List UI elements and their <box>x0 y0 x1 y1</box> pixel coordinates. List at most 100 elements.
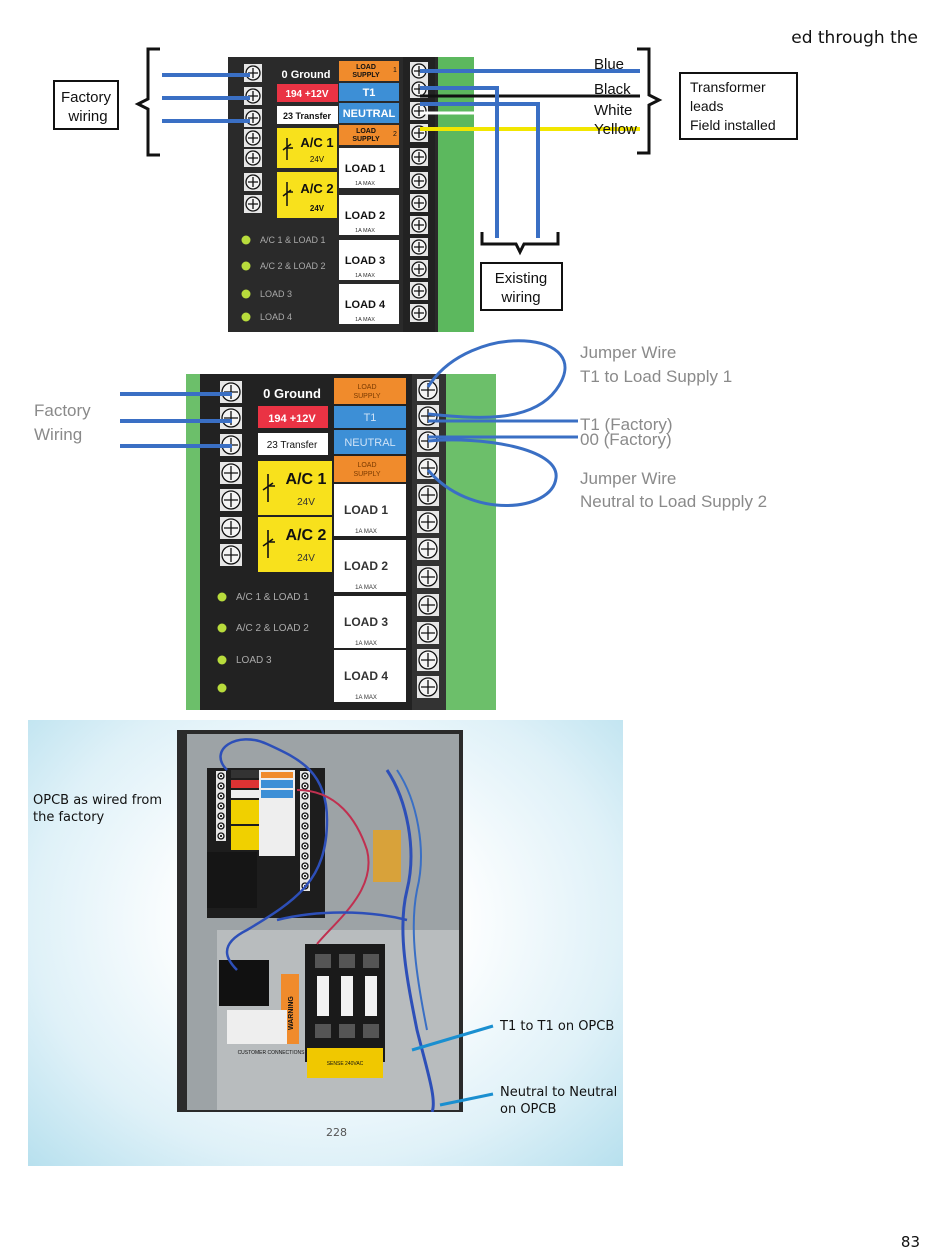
screw-slot <box>224 466 238 480</box>
wiring-diagram-transformer: 0 Ground 194 +12V 23 Transfer A/C 1 24V … <box>53 47 798 332</box>
screw-slot <box>304 855 306 857</box>
screw-slot <box>421 570 435 584</box>
load-supply-2-line1: LOAD <box>357 462 376 469</box>
wire-label-yellow: Yellow <box>594 121 637 138</box>
screw-slot <box>220 805 222 807</box>
existing-wire-1 <box>420 86 499 238</box>
load-max: 1A MAX <box>355 317 375 323</box>
right-brace <box>637 47 663 155</box>
relay-symbol-1 <box>262 474 275 502</box>
load-max: 1A MAX <box>355 641 377 647</box>
label-ac1-24v: 24V <box>297 497 315 508</box>
fuse-cap <box>363 1024 379 1038</box>
existing-line2: wiring <box>500 289 540 306</box>
load-supply-2-bg <box>339 125 399 145</box>
load-block <box>339 148 399 188</box>
relay-symbol-2 <box>262 530 275 558</box>
label-band <box>261 780 293 788</box>
screw-slot <box>248 199 258 209</box>
label-transfer-bg <box>277 106 338 124</box>
oo-factory-label: 00 (Factory) <box>580 430 672 449</box>
label-194-12v: 194 +12V <box>268 413 316 425</box>
load-block <box>339 195 399 235</box>
screw-slot <box>421 680 435 694</box>
label-band <box>261 790 293 798</box>
label-t1-to-t1: T1 to T1 on OPCB <box>500 1019 615 1034</box>
load-label: LOAD 4 <box>345 299 386 311</box>
load-supply-bg <box>334 378 406 404</box>
led-panel <box>207 852 257 908</box>
led <box>241 312 251 322</box>
label-t1: T1 <box>363 87 376 99</box>
screw-slot <box>414 220 424 230</box>
screw-slot <box>220 795 222 797</box>
factory-wiring-line1: Factory <box>61 89 112 106</box>
existing-wire-2 <box>420 102 540 238</box>
customer-terminal-block <box>219 960 269 1006</box>
wire-bundle <box>219 738 329 971</box>
label-opcb-factory: OPCB as wired from the factory <box>33 793 162 827</box>
load-block <box>334 596 406 648</box>
screw-slot <box>220 835 222 837</box>
load-max: 1A MAX <box>355 228 375 234</box>
label-ac2-24v: 24V <box>297 553 315 564</box>
load-block <box>334 650 406 702</box>
jumper2-line2: Neutral to Load Supply 2 <box>580 492 767 511</box>
load-label: LOAD 2 <box>344 559 388 573</box>
label-ac2-24v: 24V <box>310 204 325 213</box>
led <box>217 592 227 602</box>
load-max: 1A MAX <box>355 273 375 279</box>
left-terminal-column <box>220 381 242 566</box>
t1-factory-label: T1 (Factory) <box>580 415 673 434</box>
transformer-line1: Transformer <box>690 79 766 95</box>
sense-label <box>307 1048 383 1078</box>
screw-slot <box>304 825 306 827</box>
screw-slot <box>421 461 435 475</box>
t1-bg <box>339 83 399 101</box>
neutral-bg <box>334 430 406 454</box>
page-number: 83 <box>900 1233 920 1251</box>
fuse-cap <box>315 1024 331 1038</box>
led-label: LOAD 3 <box>236 655 272 666</box>
terminal-number: 2 <box>393 131 397 138</box>
board-right-green <box>438 57 474 332</box>
load-max: 1A MAX <box>355 695 377 701</box>
led-label: A/C 2 & LOAD 2 <box>236 623 309 634</box>
label-12v-bg <box>277 84 338 102</box>
relay-symbol-1 <box>282 138 293 160</box>
callout-arrows <box>411 1024 494 1107</box>
screw-slot <box>304 805 306 807</box>
fuse-cap <box>315 954 331 968</box>
transformer-line2: leads <box>690 98 723 114</box>
screw-slot <box>220 775 222 777</box>
wire-label-black: Black <box>594 81 631 98</box>
load-block <box>334 540 406 592</box>
label-23-transfer: 23 Transfer <box>267 440 318 451</box>
transformer-line3: Field installed <box>690 117 776 133</box>
screw-slot <box>414 286 424 296</box>
arrow-neutral <box>439 1092 494 1107</box>
load-supply-2-line2: SUPPLY <box>352 136 380 143</box>
ac2-block <box>258 517 332 572</box>
load-supply-1-line1: LOAD <box>356 64 376 71</box>
jumper2-line1: Jumper Wire <box>580 469 676 488</box>
label-band <box>231 790 259 798</box>
label-ac1: A/C 1 <box>300 135 333 150</box>
load-supply-1-bg <box>339 61 399 81</box>
label-band <box>231 780 259 788</box>
screw-slot <box>414 128 424 138</box>
label-neutral-to-neutral: Neutral to Neutral on OPCB <box>500 1085 617 1119</box>
load-supply-2-line1: LOAD <box>356 128 376 135</box>
label-12v-bg <box>258 406 328 428</box>
load-supply-2-line2: SUPPLY <box>353 471 380 478</box>
warning-text: WARNING <box>288 996 295 1030</box>
led-label: LOAD 4 <box>260 312 292 322</box>
screw-slot <box>304 775 306 777</box>
factory-wiring-line1: Factory <box>34 401 91 420</box>
factory-wiring-line2: wiring <box>67 108 107 125</box>
screw-slot <box>248 113 258 123</box>
header-text-fragment: ed through the <box>791 28 918 48</box>
led <box>241 289 251 299</box>
